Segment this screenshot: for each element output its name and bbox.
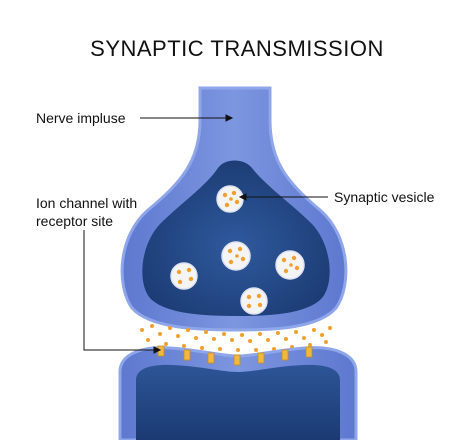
vesicle xyxy=(240,287,268,315)
vesicle xyxy=(221,241,251,271)
vesicle xyxy=(216,185,244,213)
label-ion-channel-line1: Ion channel with xyxy=(36,195,138,211)
label-ion-channel-line2: receptor site xyxy=(36,213,114,229)
diagram-title: SYNAPTIC TRANSMISSION xyxy=(90,36,384,61)
label-nerve-impulse: Nerve impluse xyxy=(36,110,126,126)
postsynaptic-interior xyxy=(136,364,340,440)
synaptic-vesicles xyxy=(170,185,305,315)
pointer-lines xyxy=(83,114,328,354)
label-synaptic-vesicle: Synaptic vesicle xyxy=(334,189,435,205)
receptor-sites xyxy=(157,345,313,366)
neurotransmitter-particles xyxy=(140,324,332,352)
vesicle xyxy=(170,262,198,290)
vesicle xyxy=(275,250,305,280)
presynaptic-interior xyxy=(142,160,330,316)
